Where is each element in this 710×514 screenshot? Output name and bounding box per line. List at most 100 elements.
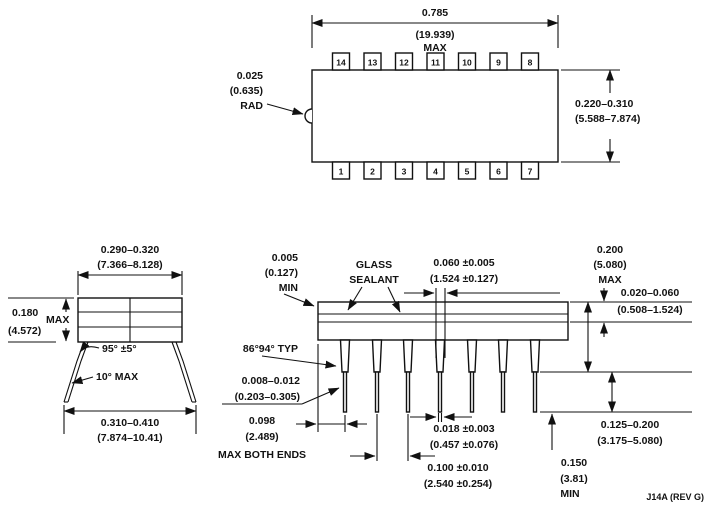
glass-sealant-callout: GLASS SEALANT — [347, 259, 401, 313]
dim-shoulder-length: 0.125–0.200 (3.175–5.080) — [597, 371, 663, 447]
dim-notch-radius-qualifier: RAD — [240, 100, 263, 112]
dim-lid-thickness: 0.020–0.060 (0.508–1.524) — [570, 287, 692, 337]
lead-shoulder — [466, 339, 478, 373]
dim-lead-span: 0.310–0.410 (7.874–10.41) — [63, 405, 197, 444]
dim-pin-length: 0.150 (3.81) MIN — [548, 413, 588, 500]
dim-lead-pitch-in: 0.100 ±0.010 — [427, 462, 488, 474]
lead-pin — [437, 371, 443, 413]
pin-pad — [394, 52, 414, 71]
dim-seal-gap-in: 0.005 — [272, 252, 298, 264]
lead-shoulder — [402, 339, 414, 373]
dim-seal-gap-qualifier: MIN — [279, 282, 298, 294]
dim-body-top-width: 0.290–0.320 (7.366–8.128) — [77, 244, 183, 295]
pin-number: 7 — [528, 167, 533, 177]
dim-lead-pitch-mm: (2.540 ±0.254) — [424, 478, 492, 490]
dim-seal-gap-mm: (0.127) — [265, 267, 298, 279]
dim-body-width: 0.220–0.310 (5.588–7.874) — [561, 69, 640, 163]
lead-shoulder — [434, 339, 446, 373]
glass-sealant-label-2: SEALANT — [349, 274, 399, 286]
dim-body-height-in: 0.180 — [12, 307, 38, 319]
pin-pad — [363, 161, 382, 180]
dim-pin-width: 0.018 ±0.003 (0.457 ±0.076) — [410, 413, 498, 451]
dim-lead-pitch: 0.100 ±0.010 (2.540 ±0.254) — [350, 414, 492, 490]
dim-body-height-mm: (4.572) — [8, 325, 41, 337]
package-body-top-view — [311, 69, 559, 163]
dim-lead-thickness-mm: (0.203–0.305) — [235, 391, 300, 403]
pin-number: 10 — [462, 58, 472, 68]
dim-shoulder-length-mm: (3.175–5.080) — [597, 435, 662, 447]
top-view: 0.785 (19.939) MAX 14 13 12 11 10 9 8 — [230, 7, 640, 180]
dim-package-height-in: 0.200 — [597, 244, 623, 256]
angle-lead-bend-label: 95° ±5° — [102, 343, 137, 355]
pin-pad — [331, 52, 351, 71]
dim-body-height-qualifier: MAX — [46, 314, 69, 326]
pin-pad — [394, 161, 414, 180]
pin-number: 5 — [465, 167, 470, 177]
dim-overall-length-qualifier: MAX — [423, 42, 446, 54]
dim-body-height: 0.180 MAX (4.572) — [8, 297, 74, 343]
dim-lid-thickness-in: 0.020–0.060 — [621, 287, 680, 299]
dim-lead-thickness: 0.008–0.012 (0.203–0.305) — [222, 375, 340, 405]
dim-lid-thickness-mm: (0.508–1.524) — [617, 304, 682, 316]
pin-pad — [363, 52, 382, 71]
pin-number: 1 — [339, 167, 344, 177]
pin-pad — [457, 52, 477, 71]
end-view: 0.290–0.320 (7.366–8.128) 0.180 MAX (4.5… — [8, 244, 197, 444]
dim-end-overhang-in: 0.098 — [249, 415, 275, 427]
angle-lead-bend: 95° ±5° — [79, 341, 137, 355]
side-view-leads — [339, 339, 541, 413]
dim-notch-radius-mm: (0.635) — [230, 85, 263, 97]
dim-package-height: 0.200 (5.080) MAX — [570, 244, 692, 373]
dim-end-overhang-mm: (2.489) — [245, 431, 278, 443]
pin-number: 11 — [431, 58, 440, 68]
top-view-pins-top: 14 13 12 11 10 9 8 — [331, 52, 540, 71]
lead-pin — [405, 371, 411, 413]
lead-left — [67, 341, 89, 403]
dim-shoulder-width-mm: (1.524 ±0.127) — [430, 273, 498, 285]
dim-pin-width-in: 0.018 ±0.003 — [433, 423, 494, 435]
dim-body-width-in: 0.220–0.310 — [575, 98, 634, 110]
drawing-revision-label: J14A (REV G) — [646, 492, 704, 502]
dim-body-top-width-in: 0.290–0.320 — [101, 244, 160, 256]
dim-shoulder-width: 0.060 ±0.005 (1.524 ±0.127) — [404, 257, 560, 358]
pin-number: 9 — [496, 58, 501, 68]
lead-pin — [374, 371, 380, 413]
pin-number: 2 — [370, 167, 375, 177]
lead-shoulder — [339, 339, 351, 373]
lead-shoulder — [497, 339, 509, 373]
lead-pin — [532, 371, 538, 413]
pin-pad — [489, 161, 508, 180]
dim-shoulder-width-in: 0.060 ±0.005 — [433, 257, 494, 269]
glass-sealant-label-1: GLASS — [356, 259, 392, 271]
dim-pin-length-in: 0.150 — [561, 457, 587, 469]
dim-lead-span-mm: (7.874–10.41) — [97, 432, 162, 444]
pin-number: 8 — [528, 58, 533, 68]
angle-lead-splay-label: 10° MAX — [96, 371, 138, 383]
pin-number: 12 — [399, 58, 409, 68]
dim-pin-length-qualifier: MIN — [560, 488, 579, 500]
lead-right — [175, 341, 197, 403]
dim-overall-length-in: 0.785 — [422, 7, 448, 19]
pin-pad — [489, 52, 508, 71]
pin-number: 6 — [496, 167, 501, 177]
dim-notch-radius-in: 0.025 — [237, 70, 263, 82]
pin-pad — [457, 161, 477, 180]
lead-right — [171, 341, 193, 403]
pin-number: 14 — [336, 58, 346, 68]
dim-seal-gap: 0.005 (0.127) MIN — [265, 252, 315, 307]
index-notch — [304, 108, 313, 124]
dim-lead-span-in: 0.310–0.410 — [101, 417, 160, 429]
dim-shoulder-length-in: 0.125–0.200 — [601, 419, 660, 431]
dim-notch-radius: 0.025 (0.635) RAD — [230, 70, 304, 116]
lead-pin — [500, 371, 506, 413]
pin-number: 4 — [433, 167, 438, 177]
pin-pad — [520, 52, 540, 71]
dim-overall-length: 0.785 (19.939) MAX — [311, 7, 559, 54]
side-view: 0.005 (0.127) MIN GLASS SEALANT 0.060 ±0… — [218, 244, 692, 500]
dim-lead-thickness-in: 0.008–0.012 — [242, 375, 301, 387]
lead-pin — [342, 371, 348, 413]
dim-overall-length-mm: (19.939) — [415, 29, 454, 41]
angle-lead-splay: 10° MAX — [71, 371, 138, 384]
